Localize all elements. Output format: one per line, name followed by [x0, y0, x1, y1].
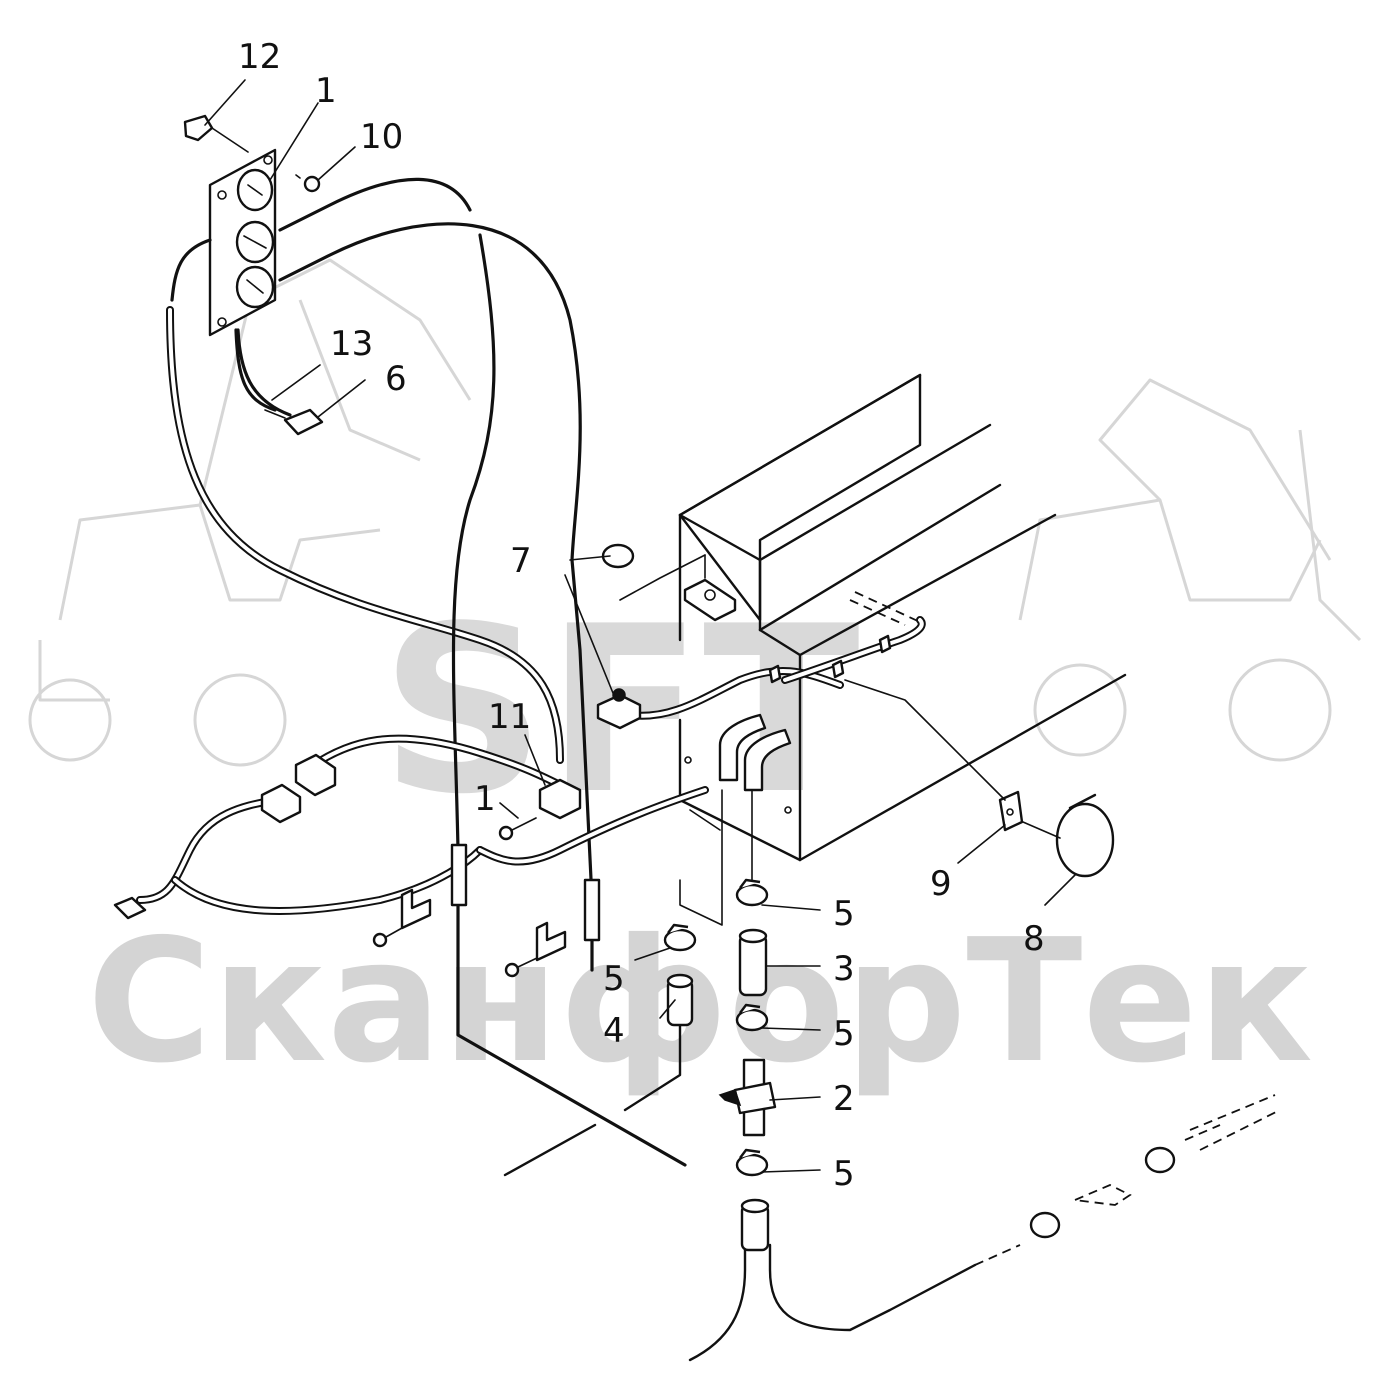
hose-3-icon	[738, 928, 768, 997]
bracket-icon	[504, 921, 567, 978]
callout-3: 3	[833, 949, 855, 989]
hose-4-icon	[666, 973, 694, 1027]
connectors	[113, 408, 1115, 978]
callout-labels: 12 1 10 13 6 7 11 1 9 8 5 5 3 4 5 2 5	[238, 37, 1045, 1194]
callout-5-mid: 5	[833, 1014, 855, 1054]
callout-5-bottom: 5	[833, 1154, 855, 1194]
hose-clamp-icon	[735, 878, 769, 907]
cable-tie-icon	[1055, 793, 1115, 878]
wire-clip-icon	[183, 114, 214, 142]
screw-icon	[295, 174, 321, 193]
hose-clamp-icon	[735, 1003, 769, 1032]
connector-block-lower-icon	[260, 783, 302, 824]
watermark-tractor-right-icon	[1018, 378, 1362, 762]
switch-knob-bottom-icon	[235, 265, 275, 309]
hose-clamp-icon	[735, 1148, 769, 1177]
tank-box	[619, 373, 1127, 862]
watermark: SFT СканфорТек	[28, 258, 1362, 1101]
plug-connector-icon	[264, 408, 324, 436]
watermark-tractor-left-icon	[28, 258, 472, 767]
cable-sleeve-icon	[450, 843, 601, 942]
tank-clip-icon	[768, 634, 892, 684]
callout-12: 12	[238, 37, 281, 77]
callout-8: 8	[1023, 919, 1045, 959]
switch-knob-middle-icon	[235, 220, 275, 264]
callout-7: 7	[510, 541, 532, 581]
callout-1-screw: 1	[474, 779, 496, 819]
callout-10: 10	[360, 117, 403, 157]
callout-4: 4	[603, 1011, 625, 1051]
bracket-icon	[372, 888, 432, 948]
fuel-sender-icon	[596, 688, 642, 730]
hose-elbow-icon	[718, 713, 792, 792]
fitting-chain-icon	[1029, 1094, 1281, 1239]
hose-clamp-icon	[663, 923, 697, 952]
switch-panel	[183, 114, 321, 337]
watermark-company: СканфорТек	[87, 903, 1313, 1101]
connector-block-upper-icon	[294, 753, 337, 797]
leader-lines	[204, 79, 1076, 1173]
hose-lower-icon	[740, 1198, 770, 1252]
callout-13: 13	[330, 324, 373, 364]
callout-11: 11	[488, 697, 531, 737]
end-connector-icon	[113, 896, 147, 920]
screw-icon	[498, 817, 537, 841]
callout-9: 9	[930, 864, 952, 904]
junction-block-icon	[538, 778, 582, 820]
switch-knob-top-icon	[236, 168, 274, 212]
clip-icon	[998, 790, 1024, 832]
callout-6: 6	[385, 359, 407, 399]
callout-1-panel: 1	[315, 71, 337, 111]
fuel-line-parts	[663, 789, 1281, 1252]
callout-2: 2	[833, 1079, 855, 1119]
cables	[136, 177, 1021, 1362]
callout-5-left: 5	[603, 959, 625, 999]
callout-5-top: 5	[833, 894, 855, 934]
tee-fitting-icon	[718, 1058, 777, 1137]
